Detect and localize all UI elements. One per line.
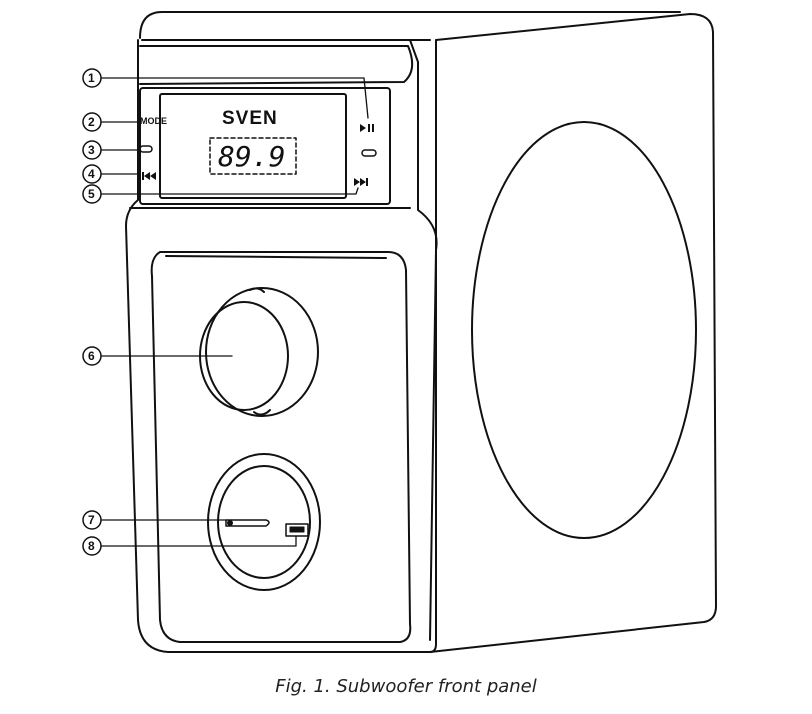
right-indicator [361, 149, 377, 157]
io-panel-outer [207, 453, 321, 591]
callout-7: 7 [82, 510, 102, 530]
io-panel-inner [217, 465, 311, 579]
side-woofer [471, 121, 697, 539]
svg-text:1: 1 [88, 71, 95, 85]
cabinet-side-panel [429, 13, 717, 653]
display-band-top [139, 45, 414, 85]
display-inner [159, 93, 347, 199]
svg-text:7: 7 [88, 513, 95, 527]
left-indicator [139, 145, 153, 153]
callout-lines [101, 77, 369, 547]
front-panel-outline [125, 39, 437, 653]
mode-label: MODE [140, 116, 167, 126]
figure-caption: Fig. 1. Subwoofer front panel [275, 676, 537, 697]
callout-2: 2 [82, 112, 102, 132]
cabinet-top-edge [139, 11, 681, 39]
lcd-window [209, 137, 297, 175]
lcd-readout: 89.9 [218, 140, 285, 173]
svg-text:2: 2 [88, 115, 95, 129]
play-pause-icon [360, 124, 374, 132]
knob-marker-bottom [253, 409, 271, 416]
callout-4: 4 [82, 164, 102, 184]
callout-8: 8 [82, 536, 102, 556]
front-recess-inner [165, 255, 387, 259]
front-panel-right-edge [409, 39, 438, 641]
previous-track-icon [142, 172, 156, 180]
svg-text:6: 6 [88, 349, 95, 363]
svg-text:4: 4 [88, 167, 95, 181]
usb-port [285, 523, 309, 537]
slot-dot [227, 520, 233, 526]
subwoofer-diagram: SVEN MODE 89.9 1 2 3 4 5 6 7 [82, 11, 717, 653]
next-track-icon [354, 178, 368, 186]
card-slot [225, 519, 270, 527]
display-panel [139, 87, 391, 205]
knob-marker [249, 287, 265, 293]
svg-text:3: 3 [88, 143, 95, 157]
knob-ring [205, 287, 319, 417]
brand-logo: SVEN [222, 108, 278, 129]
callout-6: 6 [82, 346, 102, 366]
svg-text:8: 8 [88, 539, 95, 553]
callout-3: 3 [82, 140, 102, 160]
usb-port-inner [289, 526, 305, 533]
callout-1: 1 [82, 68, 102, 88]
callout-5: 5 [82, 184, 102, 204]
front-recess [150, 251, 412, 643]
svg-text:5: 5 [88, 187, 95, 201]
